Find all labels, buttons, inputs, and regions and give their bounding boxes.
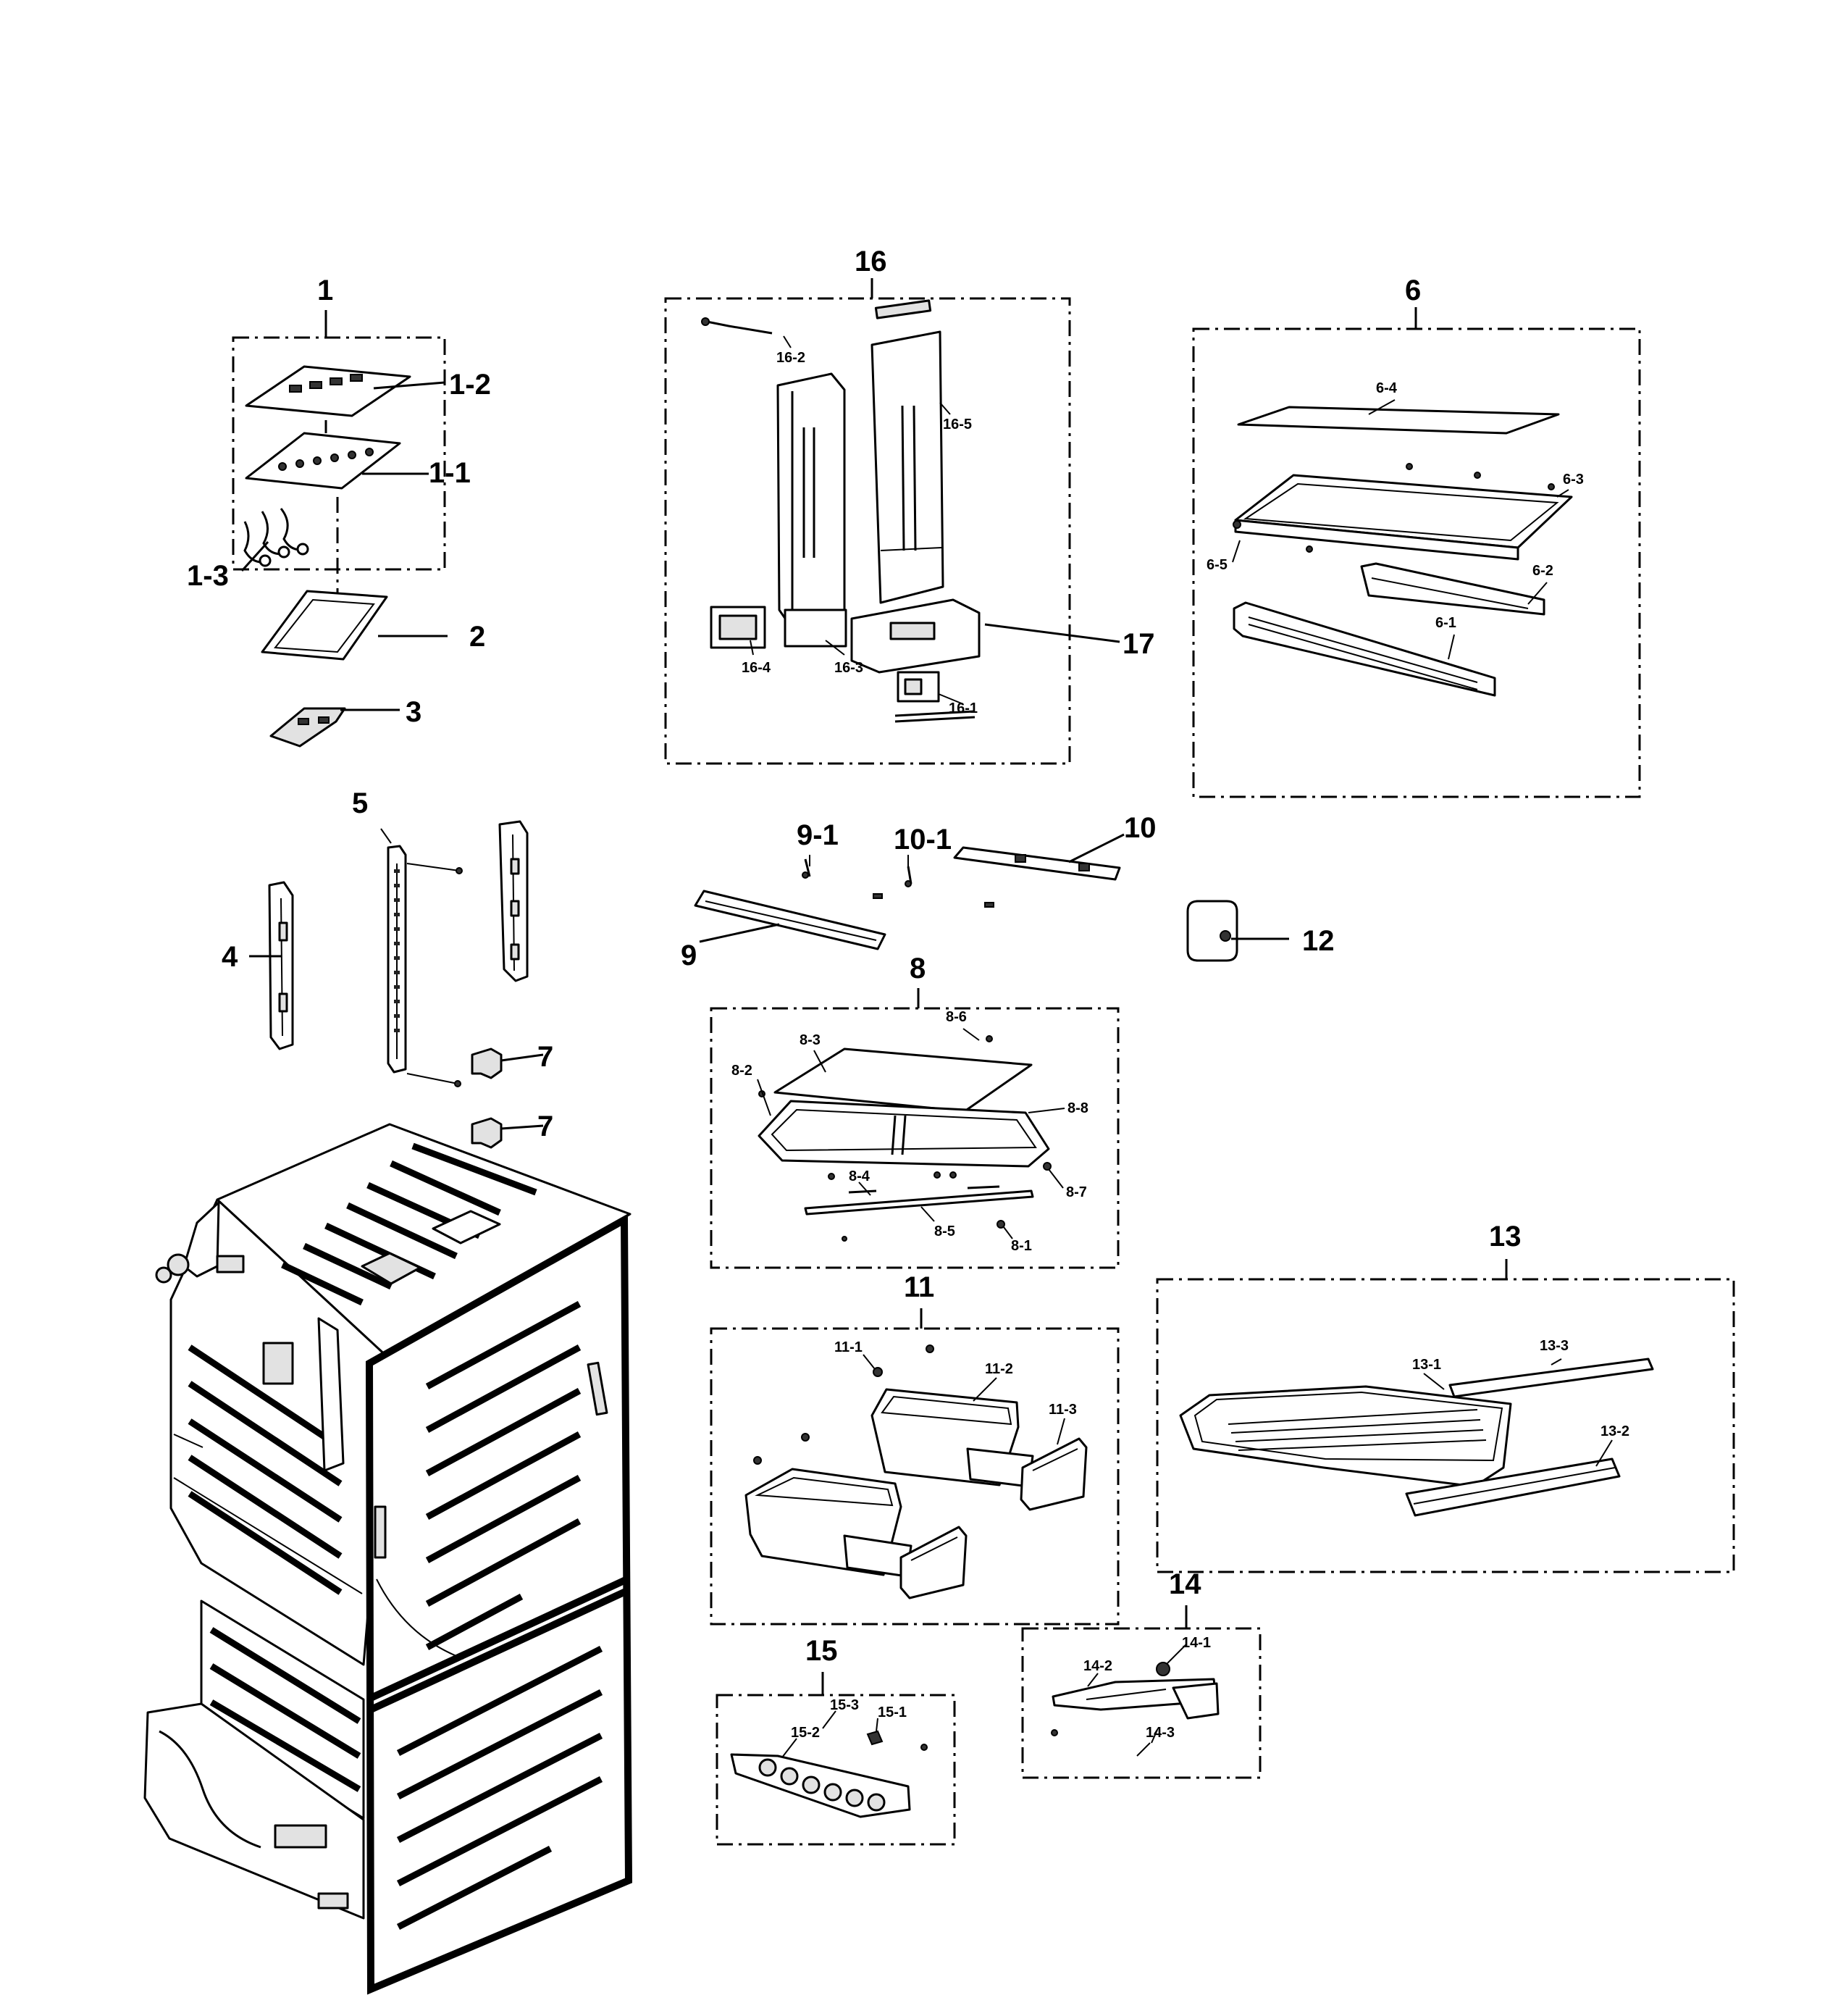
label-13: 13: [1489, 1221, 1522, 1252]
label-15-3: 15-3: [830, 1697, 859, 1713]
rail-clip-upper: [471, 1047, 503, 1079]
label-16: 16: [855, 246, 887, 277]
label-8-4: 8-4: [849, 1168, 870, 1184]
label-7-lower: 7: [537, 1111, 553, 1142]
label-10-1: 10-1: [894, 824, 952, 856]
drawer-lower-cover: [899, 1526, 968, 1599]
group-box-15: [716, 1694, 956, 1846]
label-17: 17: [1123, 628, 1155, 660]
label-13-3: 13-3: [1540, 1338, 1569, 1354]
group-box-14: [1021, 1627, 1262, 1779]
rail-right: [498, 820, 529, 982]
shelf-rail-left: [1233, 601, 1496, 697]
control-panel-bracket: [269, 707, 346, 748]
pan-drawer-rail-bottom: [1405, 1457, 1621, 1517]
group-box-1: [232, 336, 446, 571]
wire-harness: [243, 508, 309, 567]
group-box-6: [1192, 327, 1641, 798]
control-panel-pcb: [245, 432, 401, 490]
label-1-2: 1-2: [449, 369, 491, 401]
label-3: 3: [406, 696, 421, 728]
label-16-2: 16-2: [776, 350, 805, 366]
shelf-glass: [1237, 406, 1560, 435]
label-16-5: 16-5: [943, 417, 972, 432]
label-7-upper: 7: [537, 1041, 553, 1073]
drawer-upper: [870, 1388, 1034, 1488]
label-8-6: 8-6: [946, 1009, 967, 1025]
label-6: 6: [1405, 275, 1421, 306]
label-8-1: 8-1: [1011, 1238, 1032, 1254]
label-14-2: 14-2: [1083, 1658, 1112, 1674]
duct-cover-left: [776, 372, 847, 648]
label-6-1: 6-1: [1435, 615, 1456, 631]
rail-center: [387, 845, 407, 1074]
refrigerator-cabinet: [143, 1123, 633, 1995]
dairy-bin: [1052, 1678, 1220, 1720]
label-13-2: 13-2: [1600, 1423, 1629, 1439]
group-box-16: [664, 297, 1071, 765]
drawer-upper-cover: [1020, 1437, 1088, 1511]
shelf-rail-right: [1360, 562, 1545, 616]
label-15: 15: [805, 1635, 838, 1667]
label-9: 9: [681, 940, 697, 971]
label-11-1: 11-1: [834, 1339, 863, 1355]
thermistor-wire: [701, 317, 773, 335]
label-16-4: 16-4: [742, 660, 771, 676]
label-1-1: 1-1: [429, 457, 471, 489]
label-15-1: 15-1: [878, 1705, 907, 1720]
label-14-1: 14-1: [1182, 1635, 1211, 1651]
shelf-frame: [1234, 474, 1573, 561]
label-16-3: 16-3: [834, 660, 863, 676]
label-16-1: 16-1: [949, 700, 978, 716]
label-14-3: 14-3: [1146, 1725, 1175, 1741]
pan-drawer-tray: [1179, 1385, 1512, 1488]
label-8-7: 8-7: [1066, 1184, 1087, 1200]
rail-left: [268, 881, 294, 1050]
label-11: 11: [904, 1271, 934, 1303]
cover-cap: [1186, 900, 1238, 962]
drawer-lower: [744, 1468, 912, 1578]
shelf-8-frame: [758, 1100, 1050, 1168]
part-labels: 1 1-2 1-1 1-3 2 3 5 4 7 7 16 16-2 16-5 1…: [187, 246, 1629, 1741]
label-4: 4: [222, 941, 238, 973]
group-box-13: [1156, 1278, 1735, 1573]
rail-clip-lower: [471, 1117, 503, 1149]
label-15-2: 15-2: [791, 1725, 820, 1741]
label-8-8: 8-8: [1067, 1100, 1088, 1116]
label-12: 12: [1302, 925, 1335, 957]
label-14: 14: [1169, 1568, 1201, 1600]
control-panel-gasket: [261, 590, 388, 661]
label-2: 2: [469, 621, 485, 653]
egg-tray: [730, 1753, 911, 1818]
label-8: 8: [910, 953, 926, 984]
cover-hinge: [953, 846, 1121, 881]
label-5: 5: [352, 787, 368, 819]
label-6-2: 6-2: [1532, 563, 1553, 579]
label-11-2: 11-2: [985, 1361, 1013, 1377]
top-duct-clip: [874, 299, 932, 319]
label-6-4: 6-4: [1376, 380, 1398, 396]
label-8-3: 8-3: [800, 1032, 821, 1048]
label-9-1: 9-1: [797, 819, 839, 851]
label-6-5: 6-5: [1207, 557, 1228, 573]
group-box-11: [710, 1327, 1120, 1626]
label-13-1: 13-1: [1412, 1357, 1441, 1373]
shelf-8-trim: [804, 1185, 1034, 1216]
label-8-2: 8-2: [731, 1063, 752, 1079]
label-1-3: 1-3: [187, 560, 229, 592]
cover-rail: [694, 890, 886, 950]
label-1: 1: [317, 275, 333, 306]
duct-connector: [894, 671, 976, 723]
label-8-5: 8-5: [934, 1224, 955, 1239]
label-10: 10: [1124, 812, 1157, 844]
screw-9-1: [802, 858, 811, 879]
pan-drawer-rail-top: [1448, 1358, 1654, 1398]
water-valve-bracket: [710, 606, 766, 649]
screw-10-1: [873, 866, 994, 908]
control-panel-cover: [245, 365, 411, 417]
label-11-3: 11-3: [1049, 1402, 1077, 1418]
label-6-3: 6-3: [1563, 472, 1584, 488]
duct-cover-right: [850, 330, 981, 674]
